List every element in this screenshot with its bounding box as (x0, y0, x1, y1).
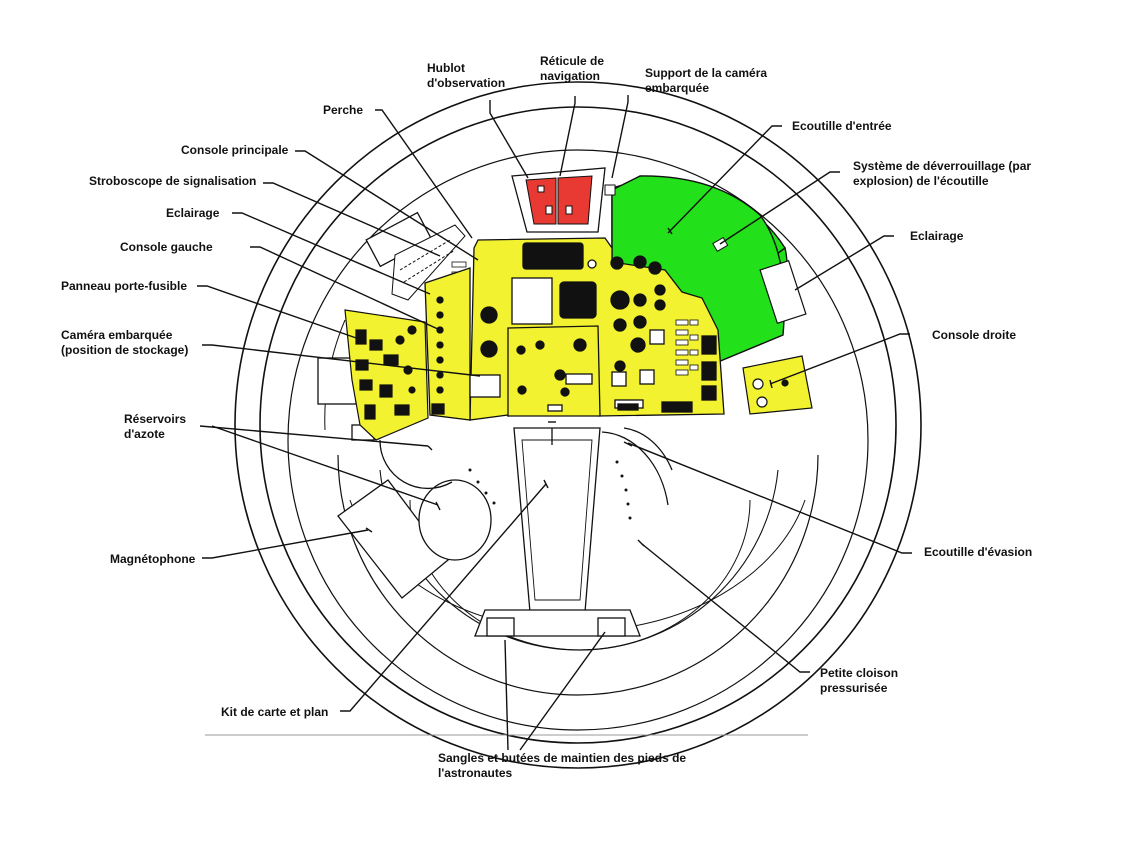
label-support-camera-line1: Support de la caméra (645, 66, 768, 80)
label-petite-cloison: Petite cloison pressurisée (820, 666, 898, 696)
label-panneau-fusible: Panneau porte-fusible (61, 279, 188, 293)
label-camera-stockage-line1: Caméra embarquée (61, 328, 173, 342)
tick-marks (365, 227, 773, 547)
label-eclairage-left: Eclairage (166, 206, 220, 220)
main-console (424, 237, 725, 421)
observation-window (511, 167, 616, 233)
label-eclairage-right: Eclairage (910, 229, 964, 243)
label-magnetophone: Magnétophone (110, 552, 196, 566)
label-deverrouillage-line1: Système de déverrouillage (par (853, 159, 1032, 173)
label-camera-stockage: Caméra embarquée (position de stockage) (61, 328, 188, 358)
label-ecoutille-entree: Ecoutille d'entrée (792, 119, 892, 133)
leader-lines (197, 95, 912, 751)
right-lighting (759, 259, 807, 325)
label-perche: Perche (323, 103, 364, 117)
label-reticule: Réticule de navigation (540, 54, 604, 84)
right-console (742, 355, 813, 415)
rivets (468, 460, 632, 520)
nitrogen-tank-1 (418, 479, 492, 561)
fuse-panel (344, 309, 429, 441)
magnetophone-box (337, 479, 449, 599)
label-camera-stockage-line2: (position de stockage) (61, 343, 189, 357)
perch-structure (391, 224, 466, 301)
label-sangles-line2: l'astronautes (438, 766, 513, 780)
label-support-camera-line2: embarquée (645, 81, 710, 95)
label-reticule-line1: Réticule de (540, 54, 605, 68)
label-kit-carte: Kit de carte et plan (221, 705, 329, 719)
label-console-principale: Console principale (181, 143, 289, 157)
label-stroboscope: Stroboscope de signalisation (89, 174, 257, 188)
label-sangles: Sangles et butées de maintien des pieds … (438, 751, 686, 781)
main-display-square (559, 281, 597, 319)
label-reservoirs: Réservoirs d'azote (124, 412, 186, 442)
label-deverrouillage: Système de déverrouillage (par explosion… (853, 159, 1031, 189)
main-display-top (522, 242, 584, 270)
label-console-gauche: Console gauche (120, 240, 213, 254)
label-reticule-line2: navigation (540, 69, 601, 83)
right-foot-restraint (597, 617, 626, 637)
label-hublot-line1: Hublot (427, 61, 465, 75)
label-petite-cloison-line2: pressurisée (820, 681, 888, 695)
floor-structures (317, 211, 673, 637)
main-display-white (511, 277, 553, 325)
label-ecoutille-evasion: Ecoutille d'évasion (924, 545, 1033, 559)
label-petite-cloison-line1: Petite cloison (820, 666, 899, 680)
left-foot-restraint (486, 617, 515, 637)
label-sangles-line1: Sangles et butées de maintien des pieds … (438, 751, 687, 765)
label-reservoirs-line1: Réservoirs (124, 412, 187, 426)
label-hublot-line2: d'observation (427, 76, 506, 90)
label-deverrouillage-line2: explosion) de l'écoutille (853, 174, 989, 188)
label-support-camera: Support de la caméra embarquée (645, 66, 767, 96)
window-red-right (557, 175, 593, 225)
label-hublot: Hublot d'observation (427, 61, 505, 91)
label-console-droite: Console droite (932, 328, 1017, 342)
label-reservoirs-line2: d'azote (124, 427, 165, 441)
